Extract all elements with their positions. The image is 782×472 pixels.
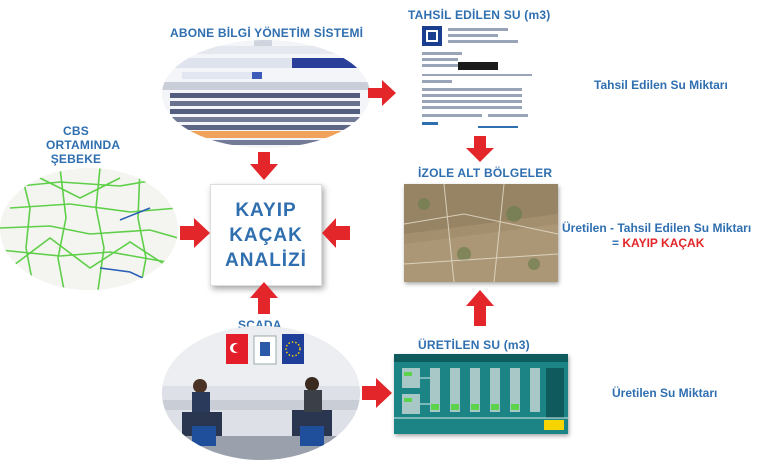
center-line2: KAÇAK [229, 224, 303, 246]
arrow-tahsil-to-izole [466, 136, 494, 162]
cbs-label-line2: ORTAMINDA [46, 138, 121, 152]
abone-system-screenshot [162, 40, 370, 148]
center-line1: KAYIP [235, 199, 297, 221]
scada-control-room [162, 326, 360, 460]
cbs-label-line3: ŞEBEKE [50, 152, 102, 166]
uretilen-label: ÜRETİLEN SU (m3) [418, 338, 530, 352]
formula-text: Üretilen - Tahsil Edilen Su Miktarı [562, 221, 752, 235]
invoice-document [418, 22, 546, 140]
center-line3: ANALİZİ [225, 249, 307, 271]
gis-network-map [0, 168, 178, 290]
arrow-uretilen-to-izole [466, 290, 494, 326]
arrow-scada-to-uretilen [362, 378, 392, 408]
cbs-label-line1: CBS [63, 124, 89, 138]
tahsil-label: TAHSİL EDİLEN SU (m3) [408, 8, 551, 22]
uretilen-side-text: Üretilen Su Miktarı [612, 386, 718, 400]
arrow-abone-to-center [250, 152, 278, 180]
arrow-abone-to-tahsil [368, 80, 396, 106]
arrow-scada-to-center [250, 282, 278, 314]
result-text: KAYIP KAÇAK [622, 236, 705, 250]
cbs-label: CBS ORTAMINDA ŞEBEKE [46, 124, 121, 166]
izole-label: İZOLE ALT BÖLGELER [418, 166, 553, 180]
isolated-zones-aerial [403, 183, 559, 283]
arrow-izole-to-center [322, 218, 350, 248]
arrow-cbs-to-center [180, 218, 210, 248]
result-line: = KAYIP KAÇAK [612, 236, 704, 250]
tahsil-side-text: Tahsil Edilen Su Miktarı [594, 78, 728, 92]
result-prefix: = [612, 236, 623, 250]
production-scada-panel [394, 354, 568, 434]
abone-label: ABONE BİLGİ YÖNETİM SİSTEMİ [170, 26, 364, 40]
